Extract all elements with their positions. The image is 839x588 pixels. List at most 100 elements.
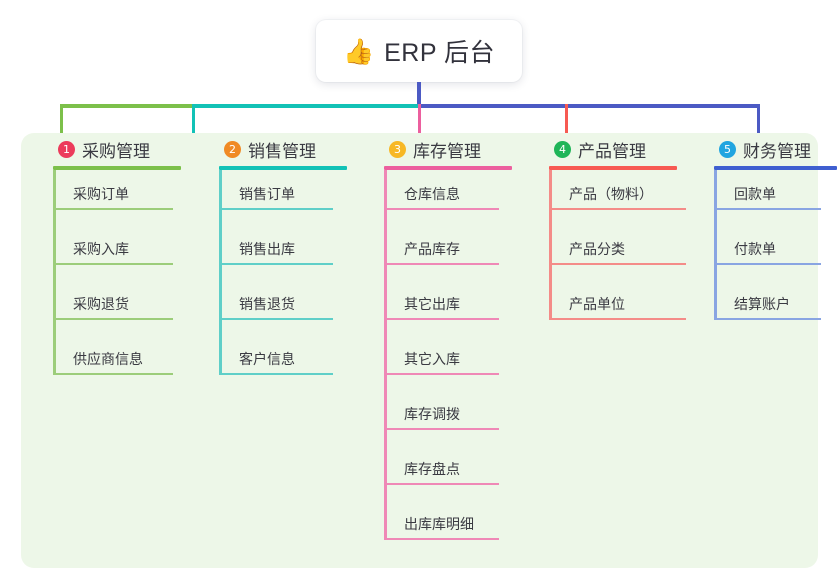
leaf-label: 产品单位 — [569, 296, 625, 312]
leaf-label: 结算账户 — [734, 296, 790, 312]
branch-title-product: 产品管理 — [578, 142, 646, 161]
trunk-connector — [417, 82, 421, 106]
leaf-rule — [53, 318, 173, 320]
leaf-label: 销售退货 — [239, 296, 295, 312]
leaf-rule — [549, 318, 686, 320]
leaf-rule — [384, 318, 499, 320]
leaf-label: 出库库明细 — [404, 516, 474, 532]
leaf-node[interactable]: 库存盘点 — [384, 455, 499, 485]
branch-header-product[interactable]: 4 产品管理 — [537, 133, 688, 166]
branch-title-finance: 财务管理 — [743, 142, 811, 161]
branch-column-finance: 5 财务管理回款单付款单结算账户 — [702, 133, 837, 326]
leaf-rule — [384, 538, 499, 540]
leaf-node[interactable]: 采购订单 — [53, 180, 173, 210]
branch-header-purchase[interactable]: 1 采购管理 — [41, 133, 181, 166]
branch-column-purchase: 1 采购管理采购订单采购入库采购退货供应商信息 — [41, 133, 181, 381]
branch-header-sales[interactable]: 2 销售管理 — [207, 133, 347, 166]
leaf-rule — [384, 373, 499, 375]
leaf-area-purchase: 采购订单采购入库采购退货供应商信息 — [53, 170, 175, 381]
leaf-label: 产品库存 — [404, 241, 460, 257]
leaf-node[interactable]: 销售退货 — [219, 290, 333, 320]
leaf-node[interactable]: 采购退货 — [53, 290, 173, 320]
badge-finance: 5 — [719, 141, 736, 158]
leaf-label: 仓库信息 — [404, 186, 460, 202]
leaf-rule — [53, 208, 173, 210]
leaf-node[interactable]: 产品（物料） — [549, 180, 686, 210]
badge-inventory: 3 — [389, 141, 406, 158]
leaf-rule — [53, 373, 173, 375]
leaf-node[interactable]: 付款单 — [714, 235, 821, 265]
branch-column-sales: 2 销售管理销售订单销售出库销售退货客户信息 — [207, 133, 347, 381]
leaf-node[interactable]: 其它入库 — [384, 345, 499, 375]
branches-panel: 1 采购管理采购订单采购入库采购退货供应商信息 2 销售管理销售订单销售出库销售退货客… — [21, 133, 837, 568]
leaf-rule — [219, 263, 333, 265]
leaf-node[interactable]: 销售出库 — [219, 235, 333, 265]
leaf-label: 其它入库 — [404, 351, 460, 367]
leaf-rule — [219, 208, 333, 210]
branch-rule-finance — [714, 166, 837, 170]
leaf-node[interactable]: 产品库存 — [384, 235, 499, 265]
leaf-label: 供应商信息 — [73, 351, 143, 367]
leaf-spine-purchase — [53, 170, 56, 375]
leaf-label: 销售订单 — [239, 186, 295, 202]
leaf-label: 客户信息 — [239, 351, 295, 367]
leaf-node[interactable]: 结算账户 — [714, 290, 821, 320]
leaf-label: 其它出库 — [404, 296, 460, 312]
leaf-label: 回款单 — [734, 186, 776, 202]
drop-product — [565, 104, 568, 134]
root-node[interactable]: 👍 ERP 后台 — [316, 20, 522, 82]
leaf-node[interactable]: 库存调拨 — [384, 400, 499, 430]
bus-segment-teal — [192, 104, 420, 108]
branch-title-inventory: 库存管理 — [413, 142, 481, 161]
leaf-rule — [219, 318, 333, 320]
leaf-label: 产品（物料） — [569, 186, 653, 202]
leaf-label: 产品分类 — [569, 241, 625, 257]
branch-rule-inventory — [384, 166, 512, 170]
branch-column-product: 4 产品管理产品（物料） 产品分类产品单位 — [537, 133, 688, 326]
leaf-rule — [53, 263, 173, 265]
badge-purchase: 1 — [58, 141, 75, 158]
leaf-area-sales: 销售订单销售出库销售退货客户信息 — [219, 170, 335, 381]
leaf-node[interactable]: 回款单 — [714, 180, 821, 210]
leaf-node[interactable]: 采购入库 — [53, 235, 173, 265]
leaf-spine-inventory — [384, 170, 387, 540]
drop-sales — [192, 104, 195, 134]
leaf-node[interactable]: 销售订单 — [219, 180, 333, 210]
leaf-label: 销售出库 — [239, 241, 295, 257]
leaf-area-inventory: 仓库信息产品库存其它出库其它入库库存调拨库存盘点出库库明细 — [384, 170, 501, 546]
thumbs-up-icon: 👍 — [342, 36, 375, 66]
branch-header-finance[interactable]: 5 财务管理 — [702, 133, 837, 166]
leaf-rule — [714, 318, 821, 320]
leaf-rule — [384, 428, 499, 430]
leaf-area-product: 产品（物料） 产品分类产品单位 — [549, 170, 688, 326]
branch-rule-product — [549, 166, 677, 170]
branch-rule-sales — [219, 166, 347, 170]
leaf-label: 付款单 — [734, 241, 776, 257]
leaf-spine-finance — [714, 170, 717, 320]
branch-title-purchase: 采购管理 — [82, 142, 150, 161]
branch-rule-purchase — [53, 166, 181, 170]
root-title: ERP 后台 — [384, 39, 496, 67]
leaf-node[interactable]: 仓库信息 — [384, 180, 499, 210]
leaf-node[interactable]: 供应商信息 — [53, 345, 173, 375]
badge-sales: 2 — [224, 141, 241, 158]
branch-header-inventory[interactable]: 3 库存管理 — [372, 133, 512, 166]
bus-segment-blue — [420, 104, 760, 108]
drop-inventory — [418, 104, 421, 134]
branch-title-sales: 销售管理 — [248, 142, 316, 161]
leaf-node[interactable]: 产品分类 — [549, 235, 686, 265]
badge-product: 4 — [554, 141, 571, 158]
branch-column-inventory: 3 库存管理仓库信息产品库存其它出库其它入库库存调拨库存盘点出库库明细 — [372, 133, 512, 546]
leaf-node[interactable]: 其它出库 — [384, 290, 499, 320]
leaf-rule — [384, 263, 499, 265]
leaf-spine-product — [549, 170, 552, 320]
leaf-area-finance: 回款单付款单结算账户 — [714, 170, 823, 326]
leaf-label: 库存调拨 — [404, 406, 460, 422]
leaf-label: 采购入库 — [73, 241, 129, 257]
leaf-node[interactable]: 客户信息 — [219, 345, 333, 375]
bus-segment-green — [60, 104, 192, 108]
leaf-node[interactable]: 出库库明细 — [384, 510, 499, 540]
leaf-node[interactable]: 产品单位 — [549, 290, 686, 320]
leaf-label: 采购退货 — [73, 296, 129, 312]
